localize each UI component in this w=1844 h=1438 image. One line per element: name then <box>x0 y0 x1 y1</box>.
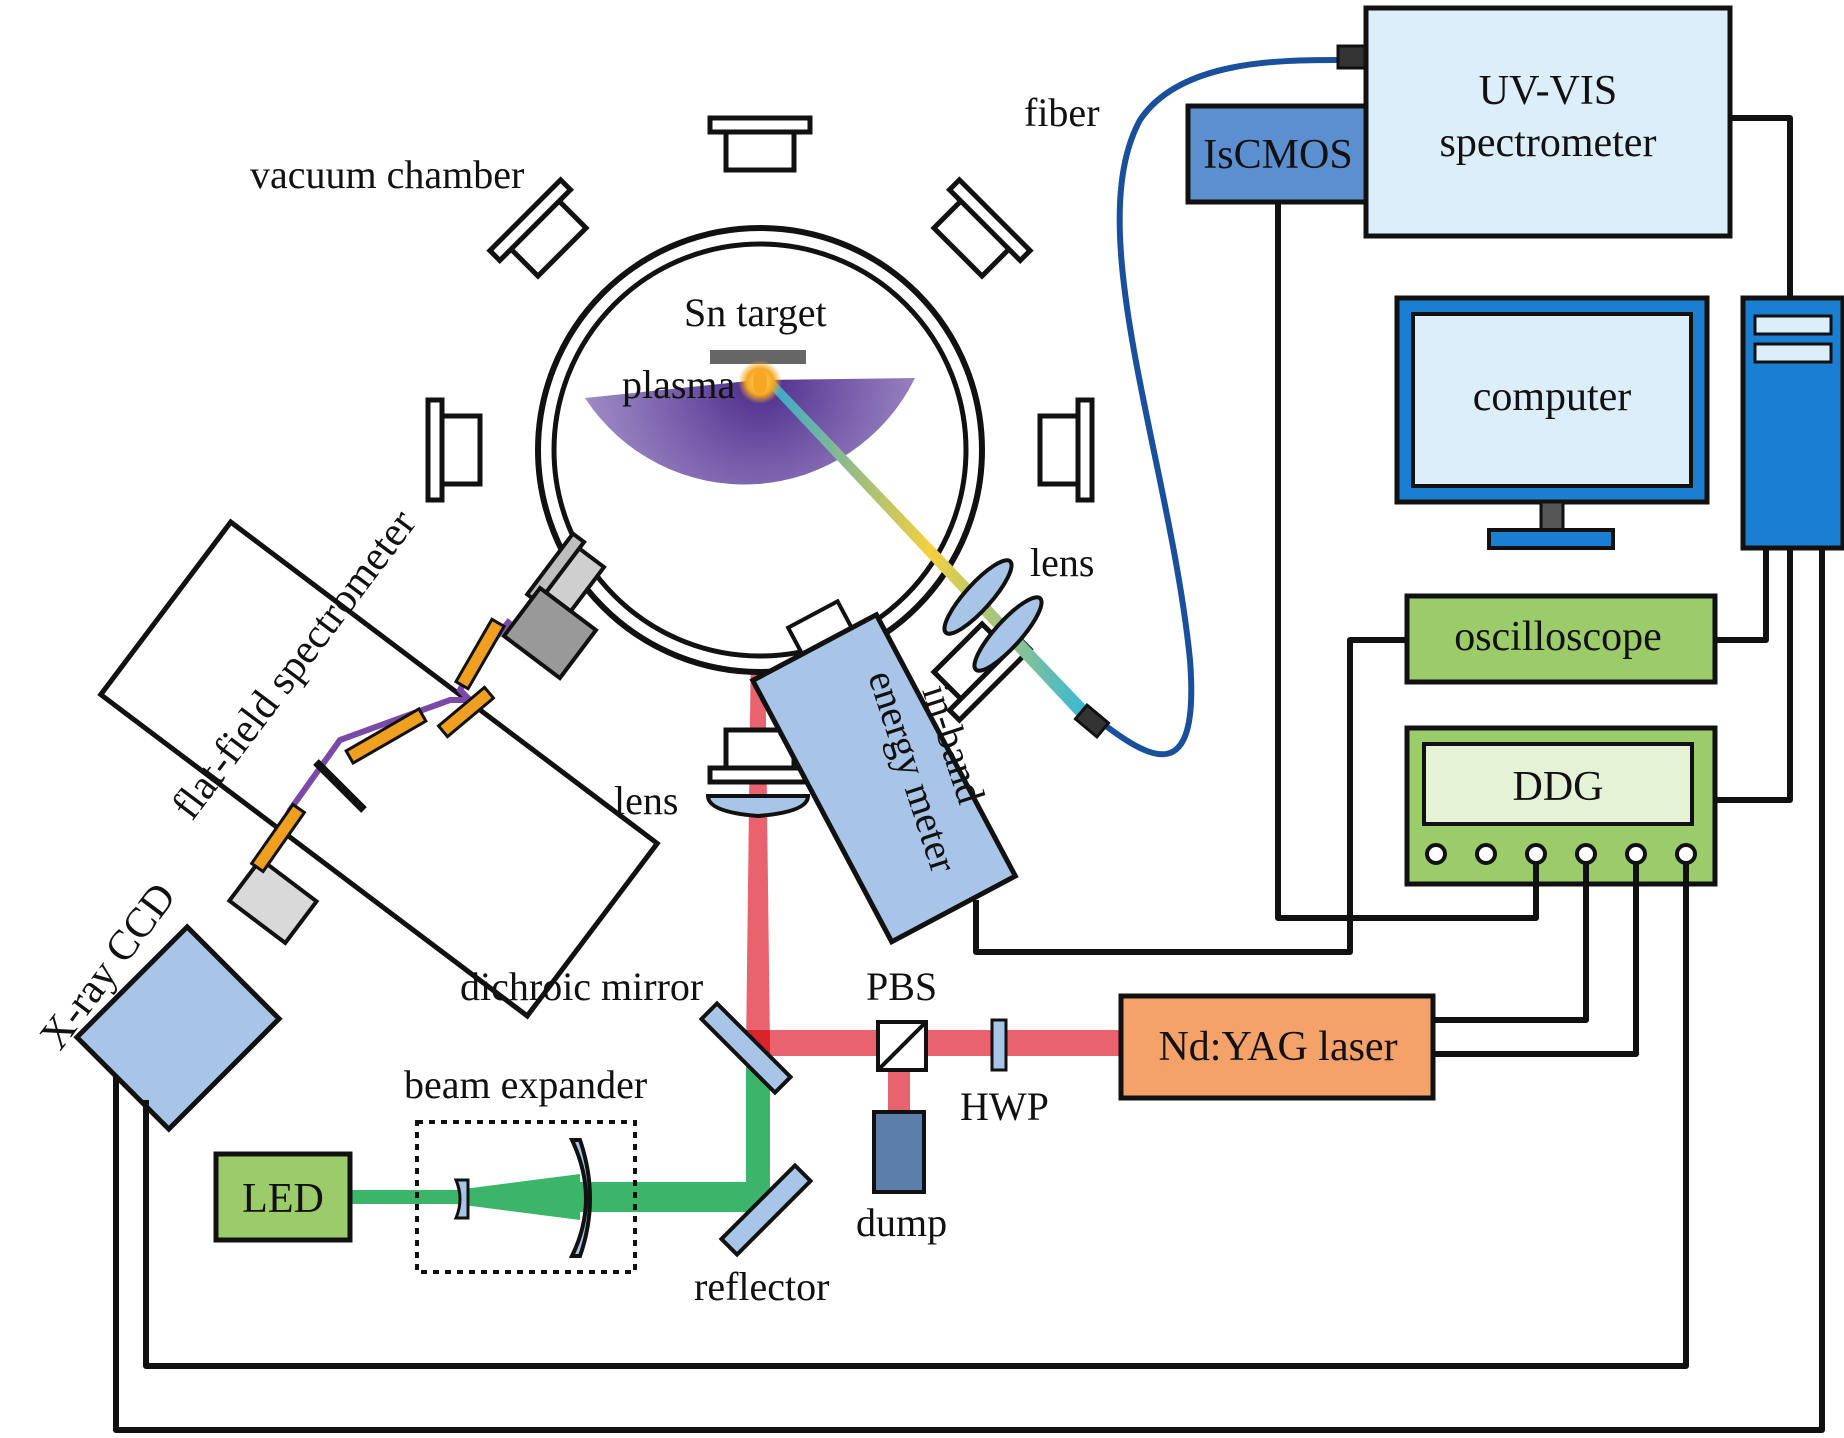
beam-dump <box>872 1110 926 1194</box>
grating-optics <box>249 617 507 874</box>
label-vacuum-chamber: vacuum chamber <box>250 152 524 197</box>
label-plasma: plasma <box>622 362 736 407</box>
label-dichroic-mirror: dichroic mirror <box>460 964 703 1009</box>
label-hwp: HWP <box>960 1084 1049 1129</box>
slit <box>313 759 367 813</box>
label-nd-yag-laser: Nd:YAG laser <box>1158 1024 1397 1070</box>
fiber-connector-right <box>1336 44 1368 70</box>
x-ray-ccd <box>73 923 283 1133</box>
beam-expander <box>415 1120 637 1274</box>
label-fiber: fiber <box>1024 90 1100 135</box>
label-uv-vis-line1: UV-VIS <box>1479 68 1617 114</box>
half-wave-plate <box>990 1018 1008 1072</box>
label-iscmos: IsCMOS <box>1203 132 1352 178</box>
label-computer: computer <box>1473 374 1632 420</box>
sn-target <box>710 350 806 364</box>
label-ddg: DDG <box>1513 764 1604 810</box>
in-band-energy-meter <box>749 598 1019 946</box>
dichroic-mirror <box>698 1000 794 1096</box>
led-beam-path <box>350 1055 770 1220</box>
fiber-connector-left <box>1073 702 1111 740</box>
ddg <box>1404 725 1718 887</box>
label-beam-expander: beam expander <box>404 1062 647 1107</box>
signal-wiring <box>113 115 1825 1433</box>
collection-lenses <box>942 558 1044 673</box>
label-lens-center: lens <box>614 778 678 823</box>
pbs-cube <box>876 1020 928 1072</box>
optical-fiber <box>1096 57 1341 758</box>
label-pbs: PBS <box>866 964 937 1009</box>
uv-vis-spectrometer <box>1363 5 1733 239</box>
monitor-stand <box>1539 500 1565 534</box>
focusing-lens <box>705 794 811 819</box>
led-source <box>213 1151 353 1243</box>
label-led: LED <box>242 1176 324 1222</box>
label-lens-right: lens <box>1030 540 1094 585</box>
euv-emission-fan <box>585 378 915 485</box>
label-oscilloscope: oscilloscope <box>1454 614 1662 660</box>
label-uv-vis-line2: spectrometer <box>1440 120 1657 166</box>
label-reflector: reflector <box>694 1264 829 1309</box>
label-sn-target: Sn target <box>684 290 827 335</box>
nd-yag-laser <box>1118 993 1436 1101</box>
flat-field-spectrometer <box>97 518 661 1020</box>
reflector-mirror <box>718 1162 814 1258</box>
label-dump: dump <box>856 1200 947 1245</box>
computer <box>1394 295 1844 551</box>
monitor-base <box>1487 528 1615 550</box>
